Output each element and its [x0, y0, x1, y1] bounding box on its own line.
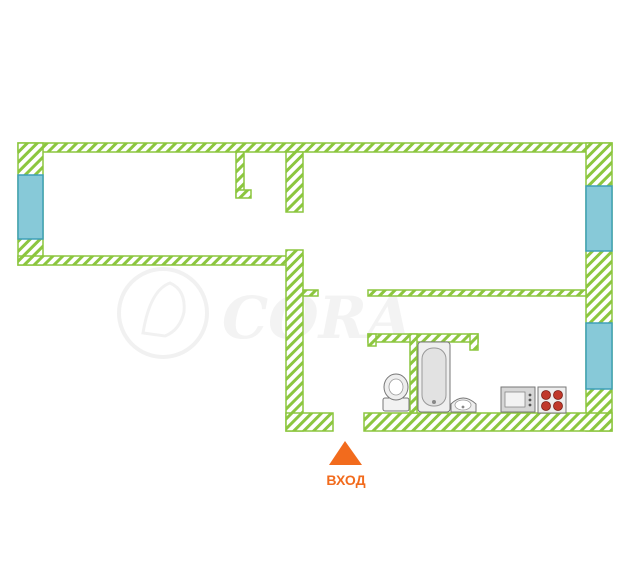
wall-stub-1-foot	[235, 189, 252, 199]
wall-left-room-bottom	[17, 255, 304, 266]
wall-bath-partition	[409, 333, 418, 414]
wall-bath-right-stub	[469, 333, 479, 351]
walls	[17, 142, 613, 432]
watermark-circle-icon	[117, 267, 209, 359]
wall-stub-2	[285, 151, 304, 213]
wall-bath-top	[367, 333, 479, 343]
wall-divider-stub	[302, 289, 319, 297]
entrance-marker: ВХОД	[326, 441, 366, 488]
windows	[17, 174, 613, 390]
window-right-lower	[585, 322, 613, 390]
sink-icon	[450, 397, 477, 413]
entrance-arrow-icon	[329, 441, 362, 465]
window-left	[17, 174, 44, 240]
wall-corridor-left	[285, 249, 304, 432]
stove-icon	[537, 386, 567, 414]
wall-bottom-right	[363, 412, 613, 432]
toilet-icon	[382, 373, 410, 412]
wall-top	[17, 142, 613, 153]
wall-divider	[367, 289, 587, 297]
bathtub-icon	[417, 341, 451, 413]
watermark-cat-icon	[141, 281, 186, 338]
wall-bath-left-stub	[367, 333, 377, 347]
window-right-upper	[585, 185, 613, 252]
microwave-icon	[500, 386, 536, 413]
entrance-label: ВХОД	[326, 472, 365, 488]
wall-bottom-left	[285, 412, 334, 432]
fixtures	[382, 341, 567, 414]
